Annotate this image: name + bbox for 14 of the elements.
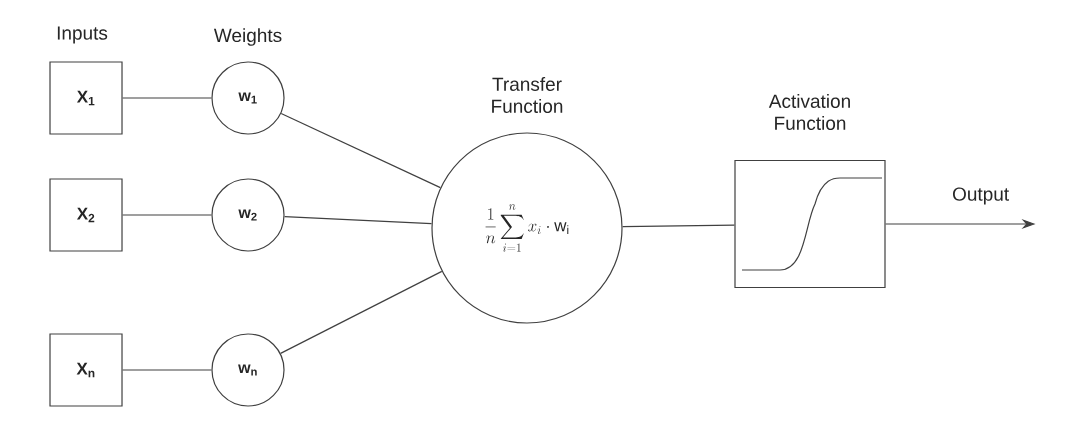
column-heading: Inputs [57, 26, 108, 44]
connector [122, 97, 212, 99]
input-box: X$_{2}$ [49, 178, 123, 252]
input-box: X$_{n}$ [49, 333, 123, 407]
connector [622, 224, 735, 228]
connector [122, 369, 212, 371]
input-box: X$_{1}$ [49, 61, 123, 135]
edge-label: Output [953, 187, 1009, 205]
node-heading: Activation Function [768, 94, 850, 130]
connector [122, 214, 212, 216]
connector [280, 270, 443, 354]
connector [280, 112, 441, 189]
connector [283, 216, 433, 225]
node-heading: Transfer Function [492, 77, 563, 113]
